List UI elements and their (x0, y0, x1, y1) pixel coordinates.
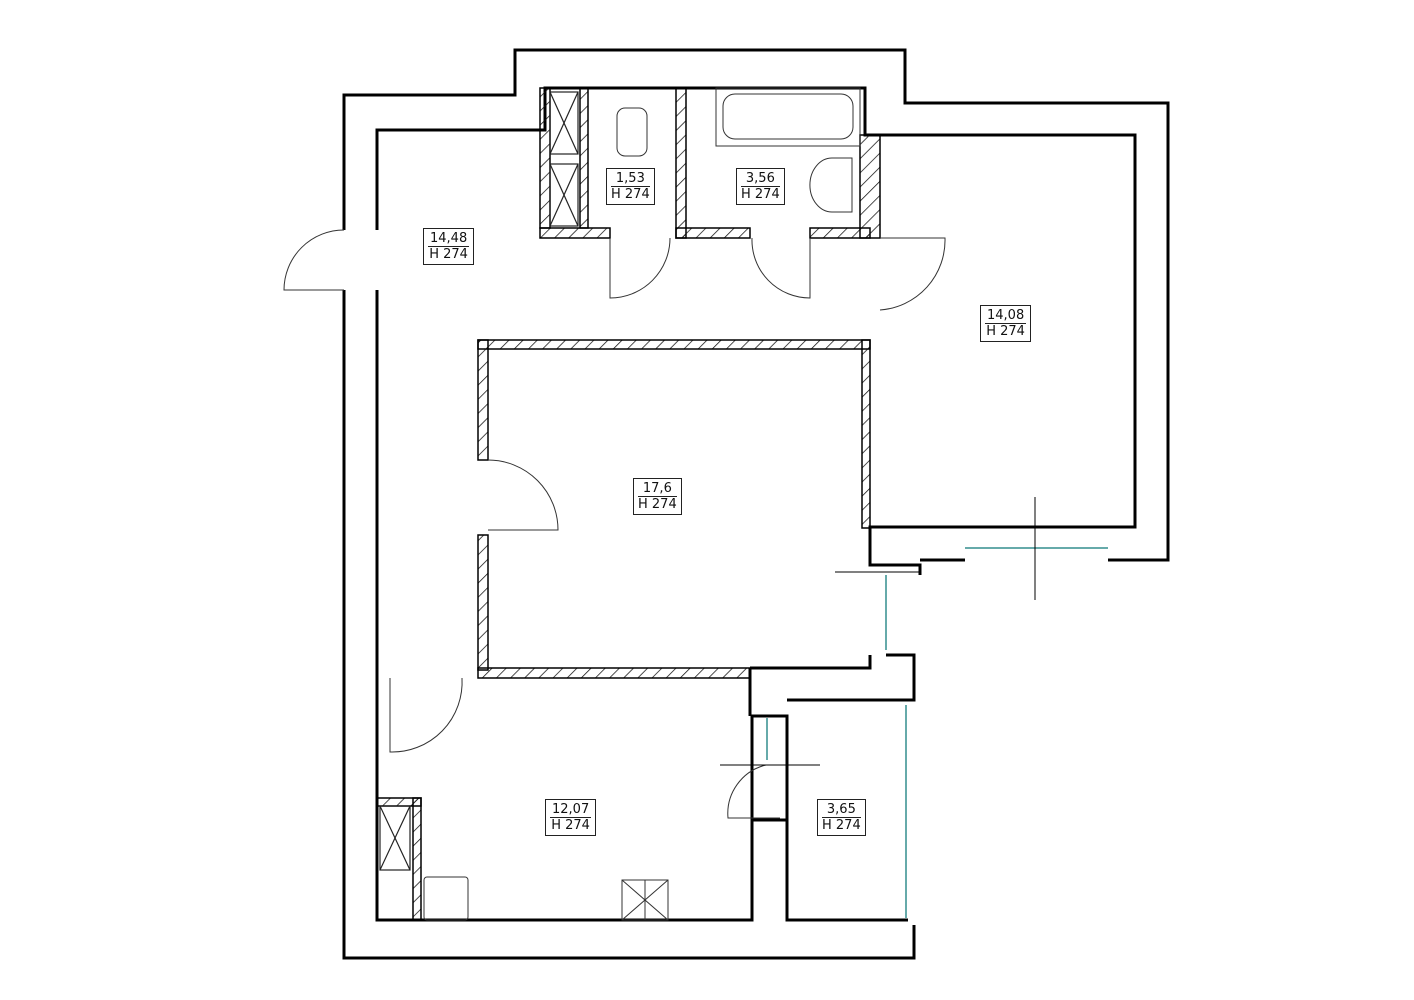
room-area: 14,48 (428, 231, 470, 247)
room-area: 12,07 (550, 802, 592, 818)
kitchen-sink-icon (423, 876, 469, 921)
windows (766, 547, 1108, 918)
room-area: 17,6 (638, 481, 677, 497)
room-area: 14,08 (985, 308, 1027, 324)
shafts (379, 91, 579, 871)
room-area: 3,56 (741, 171, 780, 187)
room-height: H 274 (611, 187, 650, 202)
doors (283, 229, 946, 819)
room-height: H 274 (741, 187, 780, 202)
toilet-icon (616, 107, 648, 157)
fixtures (423, 87, 861, 921)
room-height: H 274 (551, 818, 590, 833)
interior-walls (376, 87, 881, 921)
room-height: H 274 (638, 497, 677, 512)
axis-marks (720, 497, 1036, 766)
room-height: H 274 (986, 324, 1025, 339)
room-height: H 274 (429, 247, 468, 262)
exterior-walls (342, 48, 1170, 960)
sink-icon (809, 157, 853, 213)
bathtub-icon (715, 87, 861, 147)
room-height: H 274 (822, 818, 861, 833)
room-area: 1,53 (611, 171, 650, 187)
room-area: 3,65 (822, 802, 861, 818)
